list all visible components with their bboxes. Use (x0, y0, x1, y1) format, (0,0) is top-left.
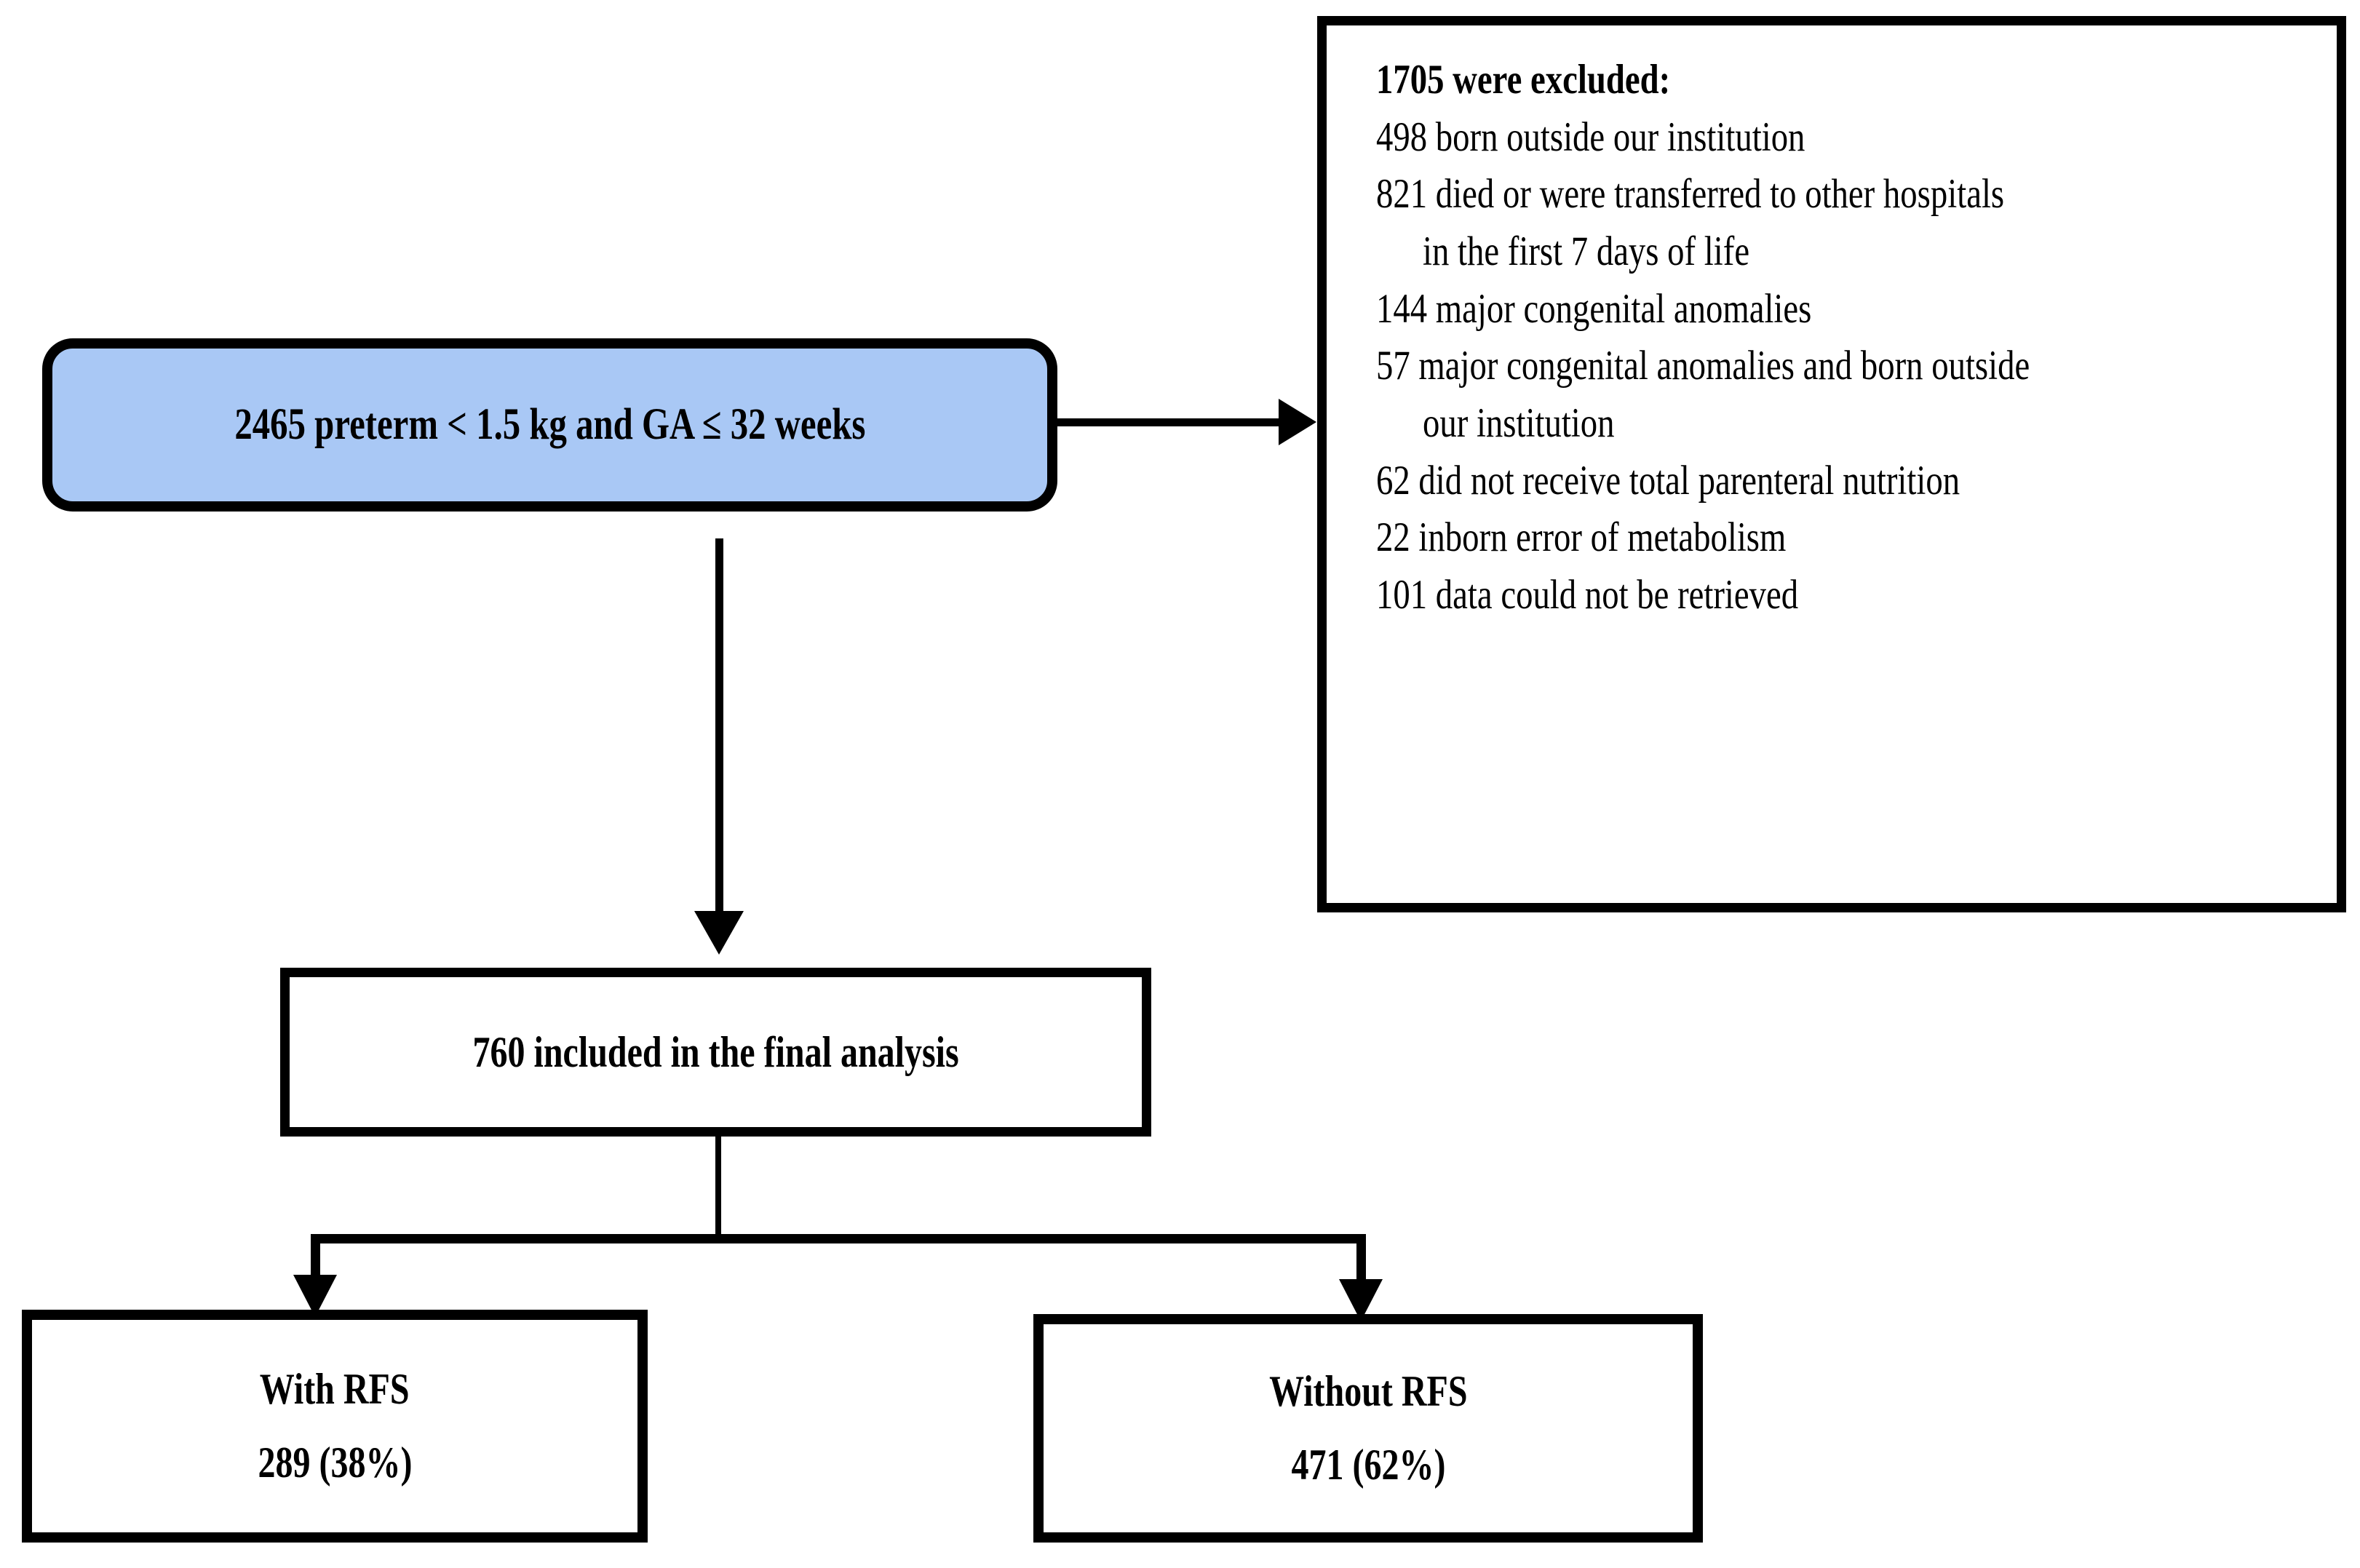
included-box: 760 included in the final analysis (280, 968, 1151, 1137)
arrow-cohort-to-excluded-shaft (1057, 418, 1299, 426)
with-rfs-title: With RFS (260, 1365, 410, 1414)
with-rfs-count: 289 (38%) (258, 1438, 412, 1487)
with-rfs-box: With RFS 289 (38%) (22, 1310, 648, 1543)
without-rfs-title: Without RFS (1268, 1367, 1468, 1416)
arrow-cohort-to-excluded-head-icon (1279, 399, 1316, 445)
without-rfs-count: 471 (62%) (1291, 1441, 1445, 1489)
exclusion-reason-1: 498 born outside our institution (1376, 114, 1805, 160)
exclusion-reason-5: 62 did not receive total parenteral nutr… (1376, 457, 1960, 504)
exclusion-reason-7: 101 data could not be retrieved (1376, 571, 1799, 618)
exclusion-heading: 1705 were excluded: (1376, 57, 1671, 103)
exclusion-reason-2: 821 died or were transferred to other ho… (1376, 171, 2005, 218)
cohort-box: 2465 preterm < 1.5 kg and GA ≤ 32 weeks (42, 338, 1057, 512)
exclusion-reason-4-cont: our institution (1422, 399, 1615, 446)
included-label: 760 included in the final analysis (472, 1027, 959, 1076)
exclusion-box: 1705 were excluded: 498 born outside our… (1317, 16, 2346, 912)
exclusion-reason-2-cont: in the first 7 days of life (1422, 228, 1750, 274)
branch-bus (311, 1234, 1366, 1243)
arrow-cohort-to-included-shaft (715, 538, 723, 918)
exclusion-list: 1705 were excluded: 498 born outside our… (1376, 52, 2324, 624)
without-rfs-box: Without RFS 471 (62%) (1033, 1314, 1703, 1543)
cohort-label: 2465 preterm < 1.5 kg and GA ≤ 32 weeks (234, 400, 865, 450)
exclusion-reason-6: 22 inborn error of metabolism (1376, 514, 1787, 561)
exclusion-reason-3: 144 major congenital anomalies (1376, 285, 1812, 332)
exclusion-reason-4: 57 major congenital anomalies and born o… (1376, 343, 2030, 389)
branch-stem (715, 1137, 721, 1238)
arrow-cohort-to-included-head-icon (694, 911, 744, 955)
